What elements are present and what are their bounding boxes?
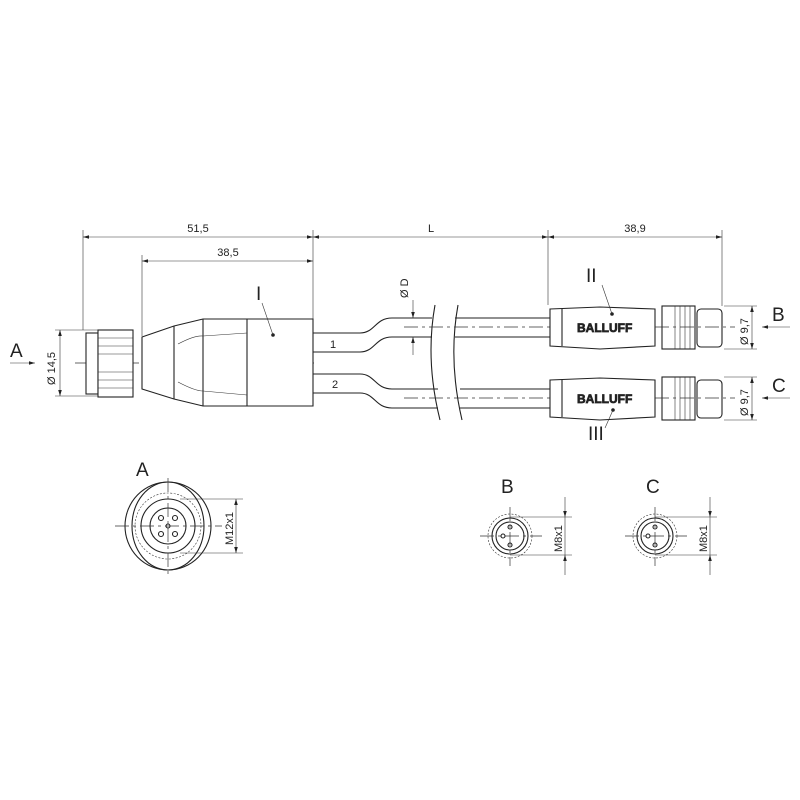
view-b: B M8x1 [480,477,572,575]
label-part-i: I [256,284,261,305]
label-part-ii: II [586,266,597,287]
dim-38-9: 38,9 [624,223,645,235]
label-cable-1: 1 [330,339,336,351]
brand-logo: BALLUFF [577,321,632,335]
top-dimensions: 51,5 38,5 L 38,9 [82,223,723,336]
view-c: C M8x1 [625,477,717,575]
dim-cable-diameter: Ø D [399,278,411,298]
diameter-a-dim: Ø 14,5 A [10,329,98,397]
dim-51-5: 51,5 [187,223,208,235]
view-arrow-b: B [772,305,785,326]
dim-L: L [428,223,434,235]
svg-text:Ø 9,7: Ø 9,7 [739,318,751,345]
view-arrow-c: C [772,376,786,397]
svg-text:Ø 9,7: Ø 9,7 [739,389,751,416]
svg-text:A: A [136,460,149,481]
connector-i: I [75,284,318,407]
label-part-iii: III [588,424,604,445]
svg-text:M8x1: M8x1 [553,525,565,552]
svg-text:M12x1: M12x1 [224,512,236,545]
brand-logo: BALLUFF [577,392,632,406]
svg-text:B: B [501,477,514,498]
view-a: A M12x1 [115,460,243,575]
view-arrow-a: A [10,341,23,362]
svg-text:C: C [646,477,660,498]
connector-iii: BALLUFF III [549,376,735,445]
svg-text:Ø 14,5: Ø 14,5 [46,352,58,385]
svg-text:M8x1: M8x1 [698,525,710,552]
connector-ii: BALLUFF II [549,266,735,350]
diameter-bc-dims: Ø 9,7 Ø 9,7 B C [724,305,790,421]
cables: 1 2 Ø D [313,278,550,421]
label-cable-2: 2 [332,379,338,391]
dim-38-5: 38,5 [217,247,238,259]
